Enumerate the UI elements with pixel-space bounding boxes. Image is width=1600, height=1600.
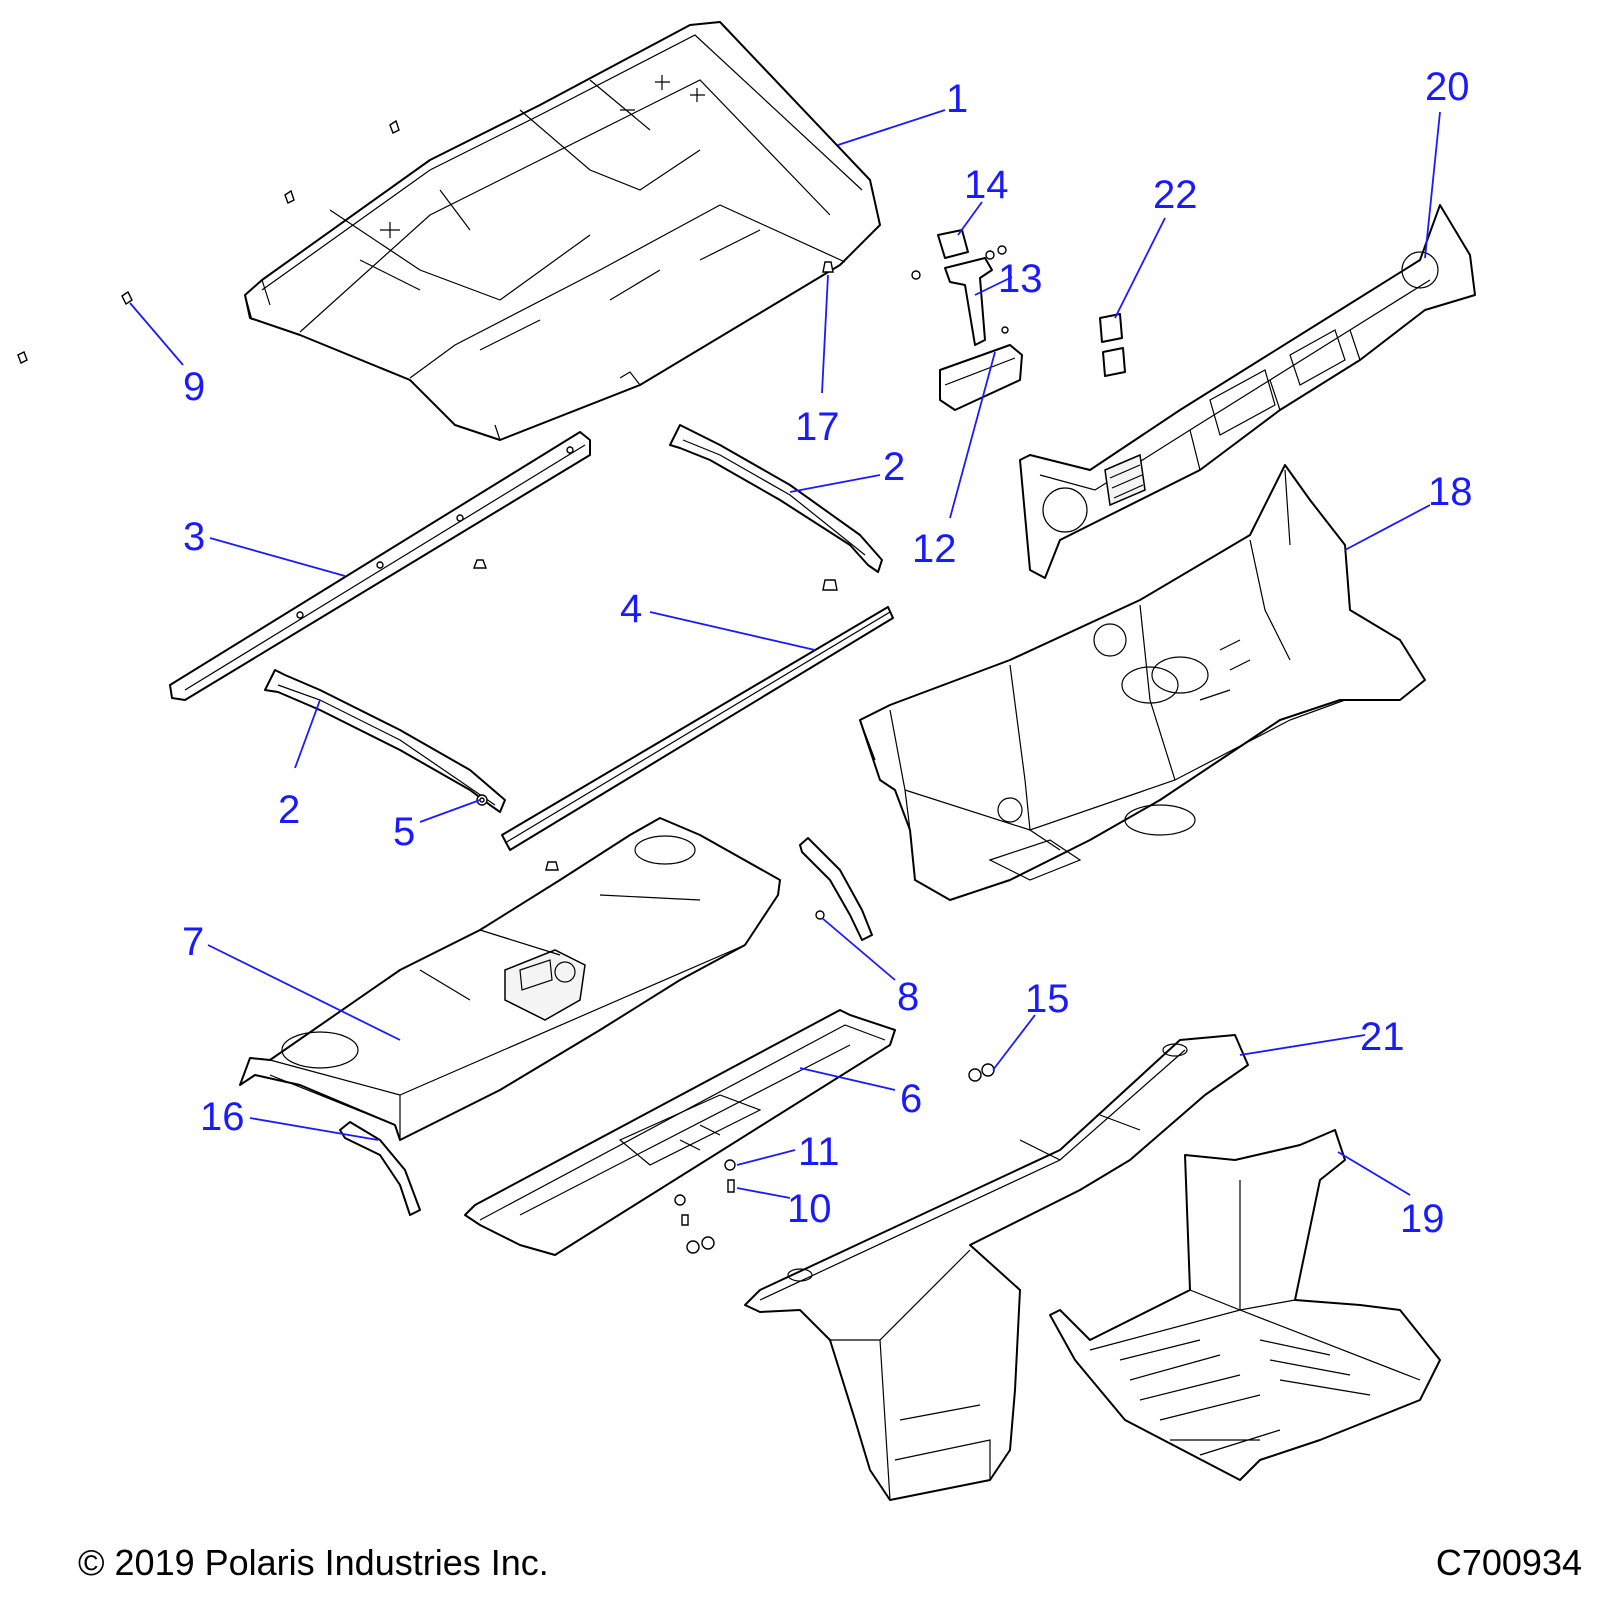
part-3-roof-rail	[169, 431, 591, 701]
leader-2b	[294, 699, 321, 769]
leader-17	[821, 274, 829, 394]
callout-11: 11	[798, 1130, 840, 1174]
callout-17: 17	[795, 405, 840, 449]
part-19-floor	[1049, 1129, 1441, 1481]
callout-18: 18	[1428, 470, 1473, 514]
part-6-panel	[464, 1009, 896, 1256]
leader-15	[992, 1014, 1036, 1071]
part-2-roof-seal-lower	[264, 669, 506, 813]
leader-22	[1114, 217, 1166, 319]
part-16-trim	[339, 1121, 421, 1216]
leader-20	[1424, 111, 1441, 259]
leader-lines	[129, 109, 1441, 1199]
callout-6: 6	[900, 1077, 922, 1121]
callout-2a: 2	[883, 445, 905, 489]
callout-12: 12	[912, 527, 957, 571]
callout-10: 10	[787, 1187, 832, 1231]
part-2-roof-seal-upper	[669, 424, 883, 573]
fastener-group	[674, 1063, 995, 1254]
leader-4	[649, 611, 816, 651]
leader-16	[249, 1117, 379, 1141]
leader-2a	[789, 474, 881, 493]
callout-8: 8	[897, 975, 919, 1019]
callout-1: 1	[946, 77, 968, 121]
callout-14: 14	[964, 163, 1009, 207]
callout-9: 9	[183, 365, 205, 409]
copyright-notice: © 2019 Polaris Industries Inc.	[78, 1542, 549, 1583]
callout-22: 22	[1153, 173, 1198, 217]
callout-21: 21	[1360, 1015, 1405, 1059]
leader-10	[736, 1187, 791, 1199]
callout-15: 15	[1025, 977, 1070, 1021]
leader-12	[949, 351, 996, 519]
leader-13	[974, 276, 1013, 296]
drawing-number: C700934	[1435, 1542, 1582, 1583]
callout-2b: 2	[278, 788, 300, 832]
leader-14	[957, 201, 983, 236]
part-4-seal-strip	[501, 606, 894, 851]
leader-9	[129, 302, 184, 366]
callout-3: 3	[183, 515, 205, 559]
part-17-push-pin	[822, 261, 834, 273]
callout-16: 16	[200, 1095, 245, 1139]
callout-19: 19	[1400, 1197, 1445, 1241]
leader-3	[209, 537, 346, 577]
part-5-clip	[476, 794, 488, 806]
part-21-rear-panel	[744, 1034, 1249, 1501]
leader-5	[419, 799, 481, 823]
callout-labels: 1 2 2 3 4 5 6 7 8 9 10 11 12 13 14 15 16…	[182, 65, 1473, 1241]
leader-11	[736, 1149, 796, 1166]
leader-7	[207, 944, 401, 1041]
leader-1	[837, 109, 946, 146]
part-9-screws	[17, 119, 400, 364]
part-18-firewall	[859, 464, 1426, 901]
misc-clips	[472, 559, 838, 871]
part-22-clips	[1099, 313, 1126, 377]
part-7-headliner	[239, 817, 781, 1141]
callout-7: 7	[182, 920, 204, 964]
leader-18	[1344, 504, 1431, 551]
mirror-assembly	[911, 229, 1023, 411]
part-1-roof	[244, 21, 881, 441]
leader-6	[799, 1067, 896, 1091]
leader-21	[1239, 1034, 1366, 1056]
callout-5: 5	[393, 810, 415, 854]
callout-20: 20	[1425, 65, 1470, 109]
leader-8	[821, 917, 896, 981]
callout-4: 4	[620, 587, 642, 631]
part-20-dash-frame	[1019, 204, 1476, 579]
part-8-trim	[799, 837, 873, 941]
leader-19	[1337, 1151, 1411, 1196]
callout-13: 13	[998, 257, 1043, 301]
